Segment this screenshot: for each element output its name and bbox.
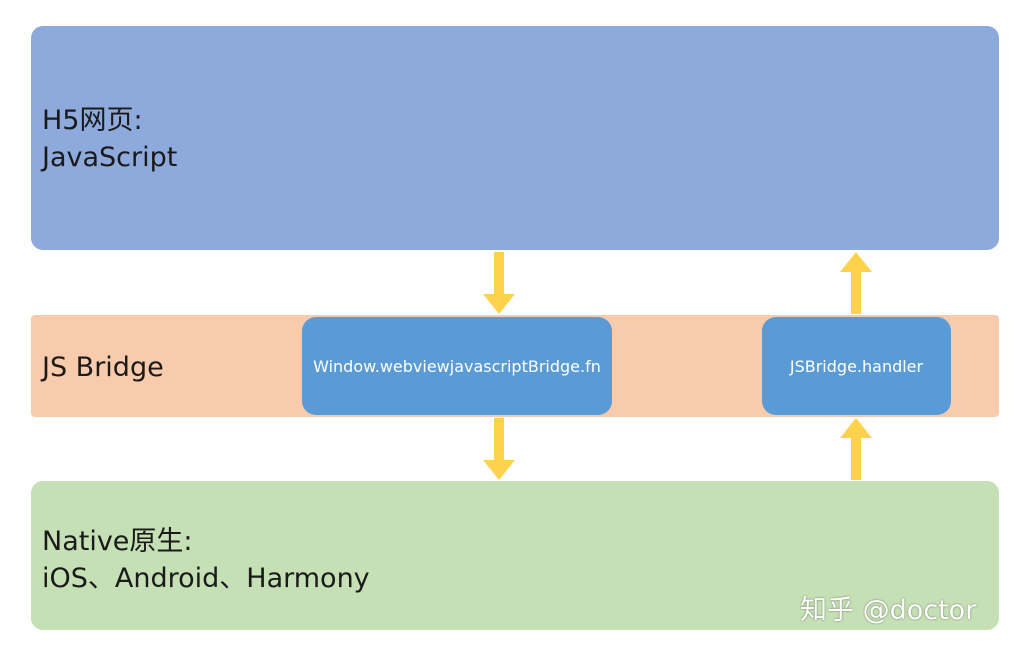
- zhihu-watermark: 知乎 @doctor: [800, 595, 977, 626]
- h5-layer-subtitle: JavaScript: [42, 142, 178, 173]
- native-layer-platforms: iOS、Android、Harmony: [42, 563, 370, 594]
- js-bridge-layer-label: JS Bridge: [42, 349, 164, 386]
- webview-bridge-fn-module: Window.webviewjavascriptBridge.fn: [302, 317, 612, 415]
- h5-layer-label: H5网页: JavaScript: [42, 102, 177, 176]
- js-bridge-title: JS Bridge: [42, 352, 164, 383]
- arrow-up-bridge-to-h5-icon: [840, 252, 872, 314]
- webview-bridge-fn-label: Window.webviewjavascriptBridge.fn: [313, 356, 601, 376]
- native-layer-title: Native原生:: [42, 526, 193, 557]
- arrow-down-bridge-to-native-icon: [483, 418, 515, 480]
- native-layer-label: Native原生: iOS、Android、Harmony: [42, 523, 370, 597]
- native-layer: Native原生: iOS、Android、Harmony: [31, 481, 999, 630]
- arrow-down-h5-to-bridge-icon: [483, 252, 515, 314]
- h5-layer-title: H5网页:: [42, 105, 143, 136]
- jsbridge-handler-label: JSBridge.handler: [789, 356, 924, 376]
- arrow-up-native-to-bridge-icon: [840, 418, 872, 480]
- h5-layer: H5网页: JavaScript: [31, 26, 999, 250]
- jsbridge-handler-module: JSBridge.handler: [762, 317, 951, 415]
